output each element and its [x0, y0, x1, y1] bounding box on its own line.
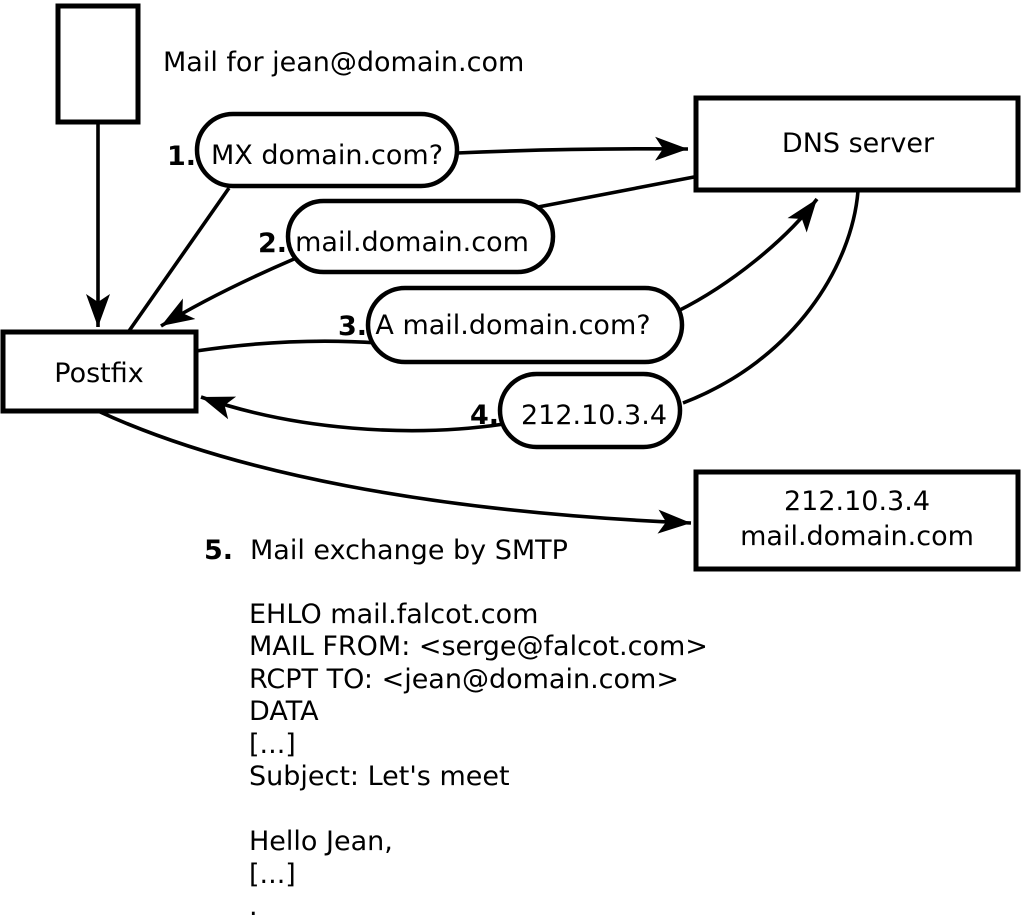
postfix-box	[0, 329, 199, 414]
smtp-line: EHLO mail.falcot.com	[249, 599, 538, 630]
line-postfix-to-step1	[127, 186, 231, 333]
step3-bubble-label: A mail.domain.com?	[375, 310, 650, 341]
smtp-line: .	[249, 891, 258, 919]
step2-number: 2.	[258, 228, 287, 259]
arrow-step3-to-dns	[677, 197, 819, 313]
dns-server-label: DNS server	[782, 128, 935, 159]
smtp-line: [...]	[249, 859, 296, 890]
dns-server-box	[693, 95, 1021, 193]
destination-ip: 212.10.3.4	[784, 486, 930, 517]
postfix-label: Postfix	[54, 358, 143, 389]
step5-label: Mail exchange by SMTP	[250, 535, 568, 566]
smtp-transcript: EHLO mail.falcot.com MAIL FROM: <serge@f…	[249, 599, 708, 919]
smtp-line: Hello Jean,	[249, 826, 393, 857]
arrow-step2-to-postfix	[160, 257, 295, 328]
line-postfix-to-step3	[195, 339, 379, 353]
envelope-icon	[55, 3, 141, 125]
step3-number: 3.	[338, 311, 367, 342]
step1-bubble	[194, 111, 460, 189]
step1-bubble-label: MX domain.com?	[211, 140, 443, 171]
line-dns-to-step2	[537, 175, 695, 209]
arrow-postfix-to-destination	[97, 409, 692, 534]
step5-number: 5.	[204, 535, 233, 566]
destination-box	[693, 469, 1021, 572]
smtp-line: [...]	[249, 729, 296, 760]
line-dns-to-step4	[682, 190, 860, 405]
step4-number: 4.	[470, 400, 499, 431]
arrow-step1-to-dns	[456, 136, 689, 161]
step4-bubble-label: 212.10.3.4	[521, 400, 667, 431]
step3-bubble	[365, 285, 685, 365]
smtp-line: Subject: Let's meet	[249, 761, 510, 792]
step1-number: 1.	[167, 141, 196, 172]
destination-hostname: mail.domain.com	[740, 521, 974, 552]
arrow-step4-to-postfix	[200, 395, 505, 433]
step2-bubble	[285, 198, 556, 275]
smtp-line: MAIL FROM: <serge@falcot.com>	[249, 631, 708, 662]
diagram-title: Mail for jean@domain.com	[163, 47, 524, 78]
smtp-line: DATA	[249, 696, 319, 727]
step4-bubble	[497, 371, 683, 450]
step2-bubble-label: mail.domain.com	[295, 227, 529, 258]
smtp-line: RCPT TO: <jean@domain.com>	[249, 664, 679, 695]
